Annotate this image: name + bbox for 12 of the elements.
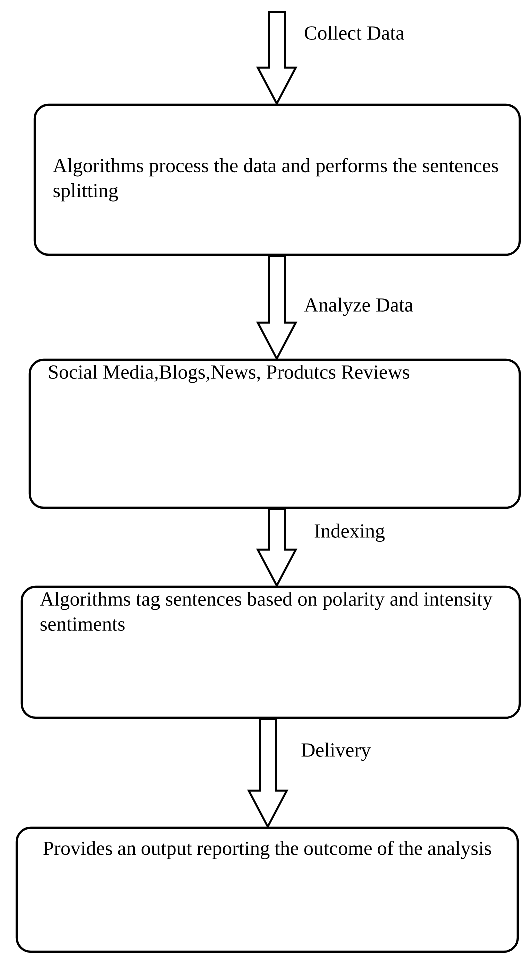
block-arrow bbox=[256, 255, 298, 362]
block-arrow bbox=[256, 11, 298, 106]
process-box: Algorithms process the data and performs the sentences splitting bbox=[34, 104, 522, 256]
edge-label: Indexing bbox=[314, 524, 385, 542]
edge-label: Delivery bbox=[302, 742, 372, 762]
block-arrow bbox=[247, 718, 289, 830]
edge-label: Collect Data bbox=[305, 26, 404, 40]
process-box: Social Media,Blogs,News, Produtcs Reviews bbox=[28, 358, 522, 510]
process-box: Algorithms tag sentences based on polarity and intensity sentiments bbox=[20, 586, 522, 720]
block-arrow bbox=[256, 508, 298, 588]
edge-label: Analyze Data bbox=[304, 298, 414, 316]
process-box: Provides an output reporting the outcome of the analysis bbox=[16, 826, 520, 954]
